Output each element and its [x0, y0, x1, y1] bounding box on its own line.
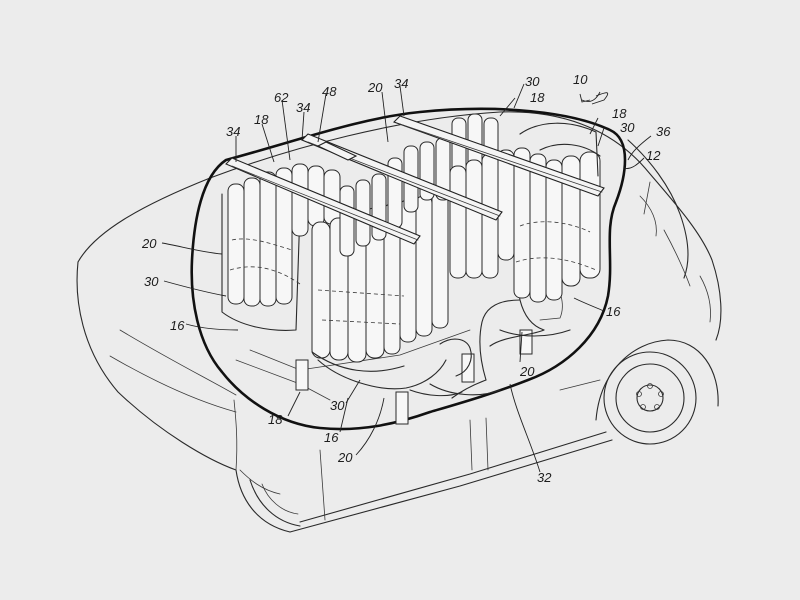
label-18: 18	[530, 90, 545, 105]
label-10: 10	[573, 72, 588, 87]
label-16: 16	[606, 304, 621, 319]
label-34: 34	[226, 124, 240, 139]
airbag-curtains	[221, 113, 601, 372]
label-30: 30	[620, 120, 635, 135]
roof-rails	[225, 115, 605, 245]
curtain-rear-left	[221, 163, 341, 331]
label-20: 20	[367, 80, 383, 95]
vehicle-body	[76, 111, 722, 533]
label-30: 30	[144, 274, 159, 289]
label-18: 18	[254, 112, 269, 127]
label-16: 16	[170, 318, 185, 333]
label-12: 12	[646, 148, 661, 163]
front-wheel	[595, 339, 719, 445]
label-20: 20	[141, 236, 157, 251]
label-18: 18	[268, 412, 283, 427]
label-30: 30	[330, 398, 345, 413]
leader-lines	[161, 83, 652, 473]
center-track	[316, 141, 358, 161]
label-16: 16	[324, 430, 339, 445]
label-34: 34	[394, 76, 408, 91]
roof-rail-left	[225, 157, 421, 245]
label-18: 18	[612, 106, 627, 121]
curtain-front-right	[449, 122, 601, 303]
figure-arrow	[581, 91, 601, 103]
label-34: 34	[296, 100, 310, 115]
label-30: 30	[525, 74, 540, 89]
label-36: 36	[656, 124, 671, 139]
cutaway-outline	[190, 107, 627, 431]
label-20: 20	[337, 450, 353, 465]
label-20: 20	[519, 364, 535, 379]
roof-rail-right	[392, 115, 605, 197]
label-62: 62	[274, 90, 289, 105]
reference-labels: 10 12 36 30 18 20 34 48 34 62 18 34 18 3…	[141, 72, 671, 485]
label-48: 48	[322, 84, 337, 99]
label-32: 32	[537, 470, 552, 485]
figure-arrowhead	[579, 93, 591, 103]
